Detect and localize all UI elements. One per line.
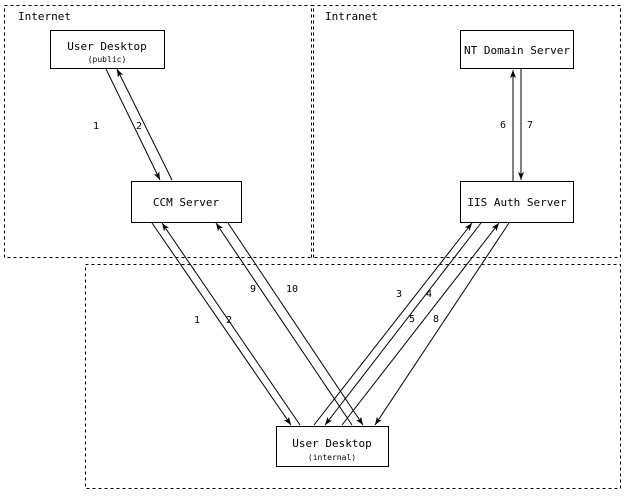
edge-2-internal-line <box>161 222 301 426</box>
edge-label-8: 8 <box>433 314 439 325</box>
edge-label-7: 7 <box>527 120 533 131</box>
node-user-desktop-internal-subtitle: (internal) <box>308 453 356 462</box>
edge-label-9: 9 <box>250 284 256 295</box>
nodes-group: User Desktop (public) CCM Server NT Doma… <box>50 30 574 467</box>
node-nt-domain-server-box[interactable] <box>460 30 574 69</box>
zone-intranet-box <box>311 5 621 258</box>
zone-group: Internet Intranet <box>4 5 621 489</box>
edge-1-internal-line <box>151 222 292 426</box>
node-ccm-server-box[interactable] <box>131 181 242 223</box>
node-user-desktop-internal-box[interactable] <box>276 426 389 467</box>
edge-label-2-internal: 2 <box>226 315 232 326</box>
edge-4-line <box>324 222 482 426</box>
node-nt-domain-server[interactable]: NT Domain Server <box>460 30 574 69</box>
edge-label-3: 3 <box>396 289 402 300</box>
zone-internet-box <box>4 5 314 258</box>
edge-label-2-public: 2 <box>136 121 142 132</box>
edge-8-line <box>374 222 510 426</box>
node-iis-auth-server[interactable]: IIS Auth Server <box>460 181 574 223</box>
edge-3-line <box>313 222 473 426</box>
node-iis-auth-server-title: IIS Auth Server <box>467 196 567 209</box>
edge-label-6: 6 <box>500 120 506 131</box>
node-user-desktop-public-box[interactable] <box>50 30 165 69</box>
edge-9-line <box>215 222 353 426</box>
node-user-desktop-public-subtitle: (public) <box>88 55 127 64</box>
node-iis-auth-server-box[interactable] <box>460 181 574 223</box>
node-user-desktop-internal[interactable]: User Desktop (internal) <box>276 426 389 467</box>
edge-label-1-public: 1 <box>93 121 99 132</box>
node-ccm-server-title: CCM Server <box>153 196 220 209</box>
edge-label-1-internal: 1 <box>194 315 200 326</box>
node-nt-domain-server-title: NT Domain Server <box>464 44 570 57</box>
node-ccm-server[interactable]: CCM Server <box>131 181 242 223</box>
edges-group <box>105 68 524 426</box>
edge-10-line <box>227 222 364 426</box>
edge-labels-group: 1 2 1 2 3 4 5 6 7 8 9 10 <box>93 120 533 326</box>
edge-5-line <box>341 222 500 426</box>
edge-label-4: 4 <box>426 289 432 300</box>
node-user-desktop-internal-title: User Desktop <box>292 437 371 450</box>
node-user-desktop-public-title: User Desktop <box>67 40 146 53</box>
node-user-desktop-public[interactable]: User Desktop (public) <box>50 30 165 69</box>
edge-label-10: 10 <box>286 284 298 295</box>
zone-internal-box <box>85 264 621 489</box>
edge-label-5: 5 <box>409 314 415 325</box>
zone-intranet-label: Intranet <box>325 10 378 23</box>
zone-internet-label: Internet <box>18 10 71 23</box>
edge-2-public-line <box>116 68 173 181</box>
edge-1-public-line <box>105 68 161 181</box>
